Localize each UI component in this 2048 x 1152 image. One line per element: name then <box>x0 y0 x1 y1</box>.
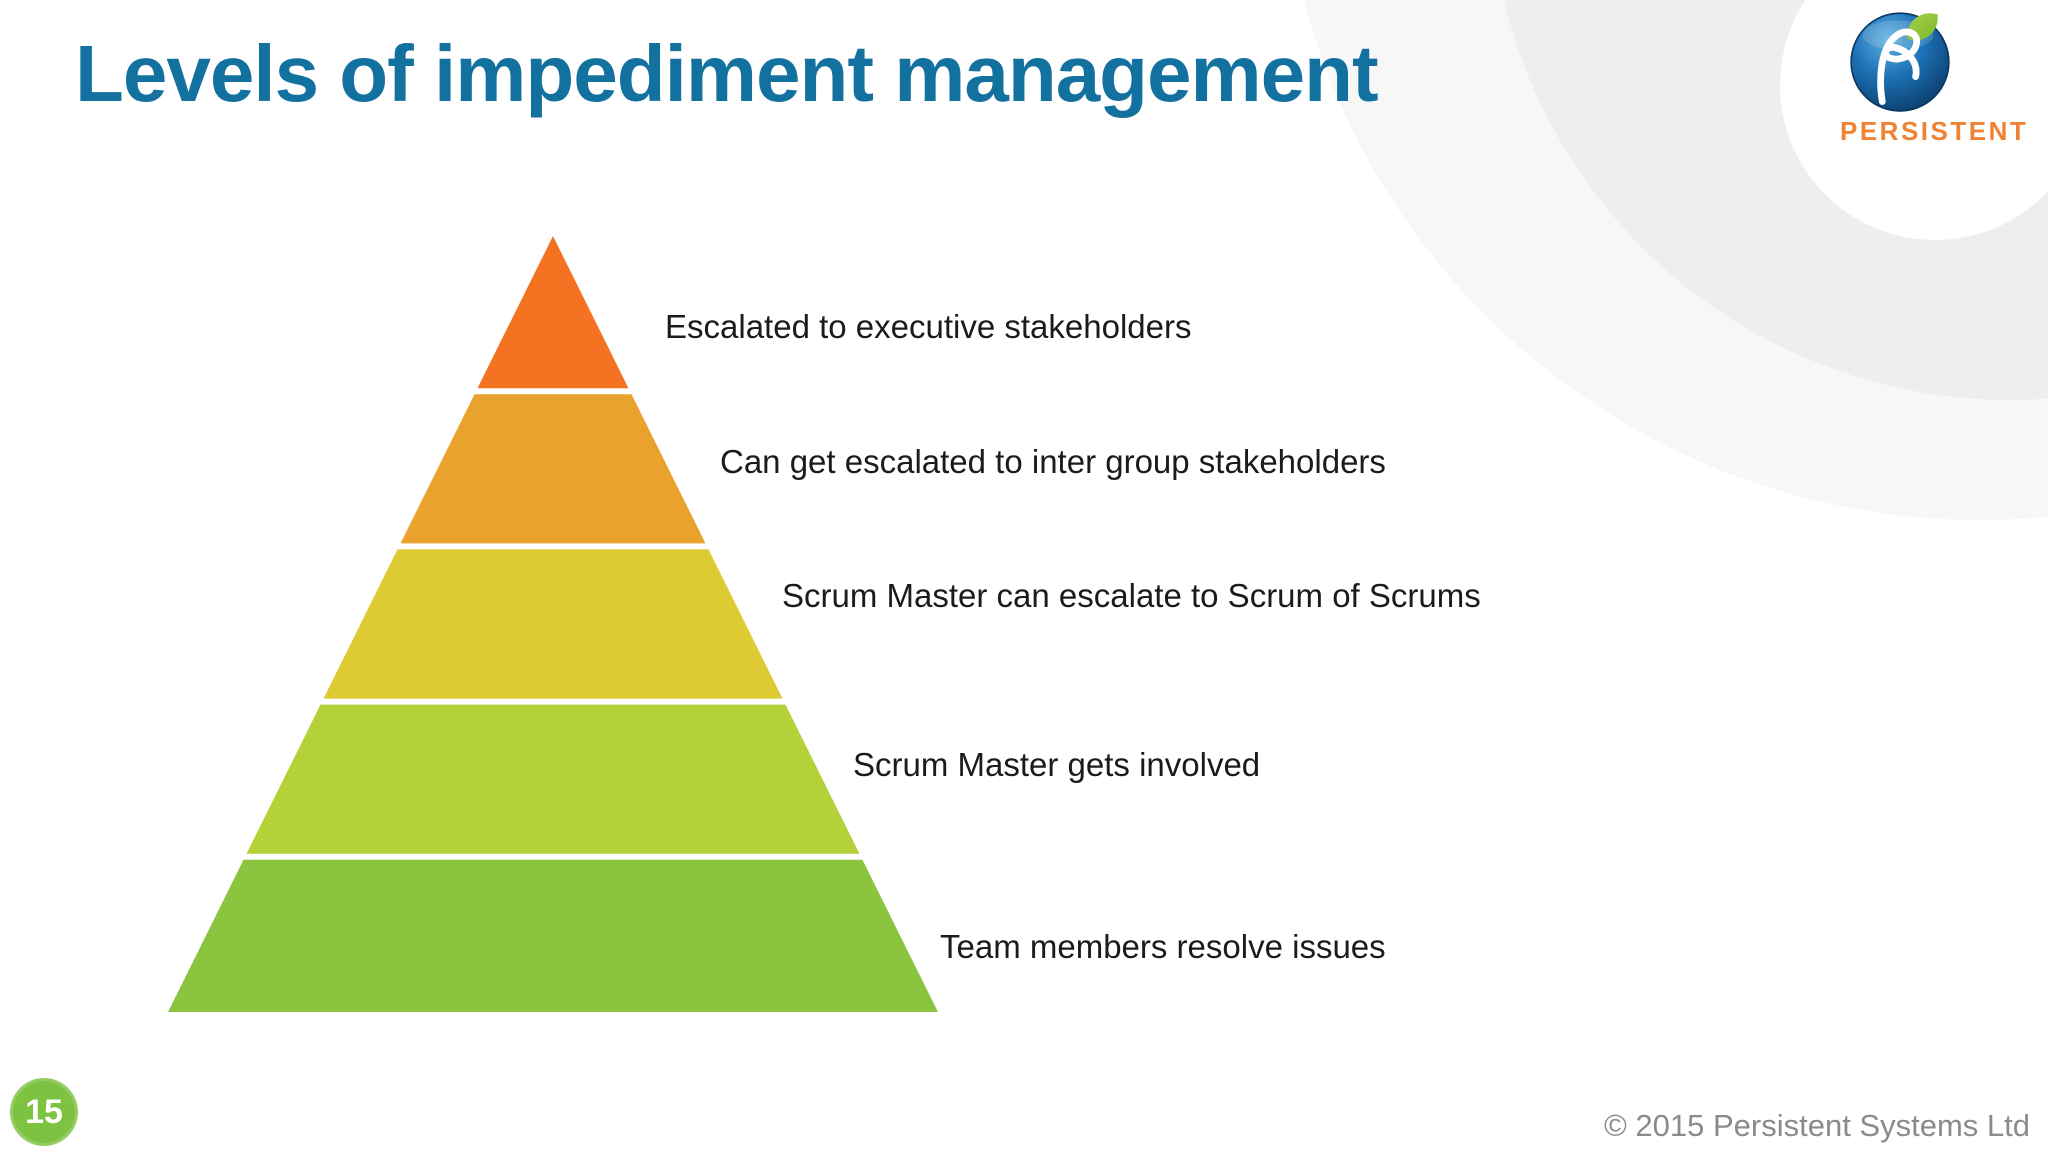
pyramid-label-3: Scrum Master can escalate to Scrum of Sc… <box>782 577 1481 614</box>
pyramid-label-4: Scrum Master gets involved <box>853 746 1261 783</box>
pyramid-level-2 <box>400 394 706 544</box>
pyramid-level-1 <box>477 236 629 389</box>
pyramid-level-5 <box>168 859 938 1012</box>
pyramid-level-4 <box>246 704 860 854</box>
persistent-logo: PERSISTENT <box>1840 8 2026 147</box>
logo-p-swirl <box>1877 28 1921 105</box>
persistent-logo-icon <box>1850 12 1950 112</box>
pyramid-level-3 <box>323 549 783 699</box>
copyright-text: © 2015 Persistent Systems Ltd <box>1603 1108 2030 1143</box>
page-title: Levels of impediment management <box>75 29 1379 118</box>
pyramid-label-1: Escalated to executive stakeholders <box>665 308 1192 345</box>
pyramid-label-2: Can get escalated to inter group stakeho… <box>720 443 1386 480</box>
page-number-badge: 15 <box>10 1078 78 1146</box>
pyramid-label-5: Team members resolve issues <box>940 928 1386 965</box>
